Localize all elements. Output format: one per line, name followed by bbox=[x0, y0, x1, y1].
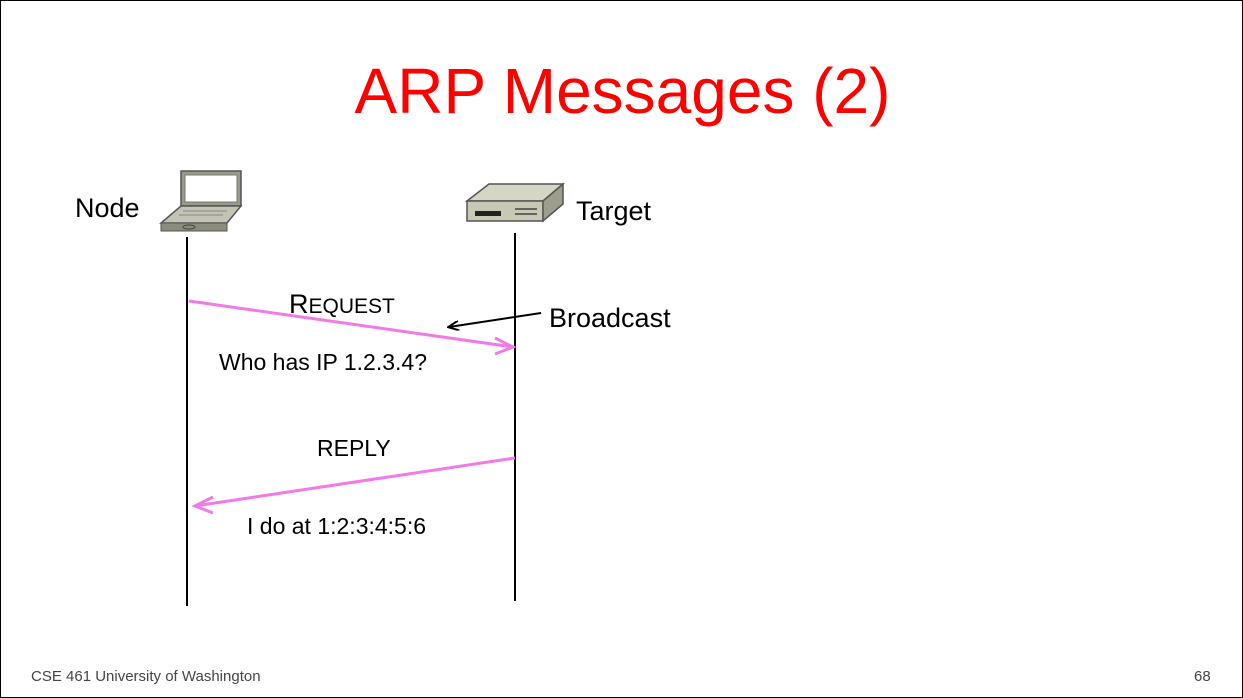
request-arrow bbox=[188, 299, 517, 356]
broadcast-pointer-arrow bbox=[449, 312, 542, 327]
reply-arrow bbox=[191, 456, 516, 515]
page-number: 68 bbox=[1194, 668, 1211, 685]
laptop-icon bbox=[158, 170, 243, 232]
node-label: Node bbox=[75, 193, 140, 223]
request-text: Who has IP 1.2.3.4? bbox=[219, 349, 427, 375]
request-label-initial: R bbox=[289, 289, 309, 319]
network-device-icon bbox=[464, 182, 566, 223]
slide-title: ARP Messages (2) bbox=[354, 55, 891, 127]
target-label: Target bbox=[576, 196, 652, 226]
request-label: REQUEST bbox=[289, 291, 395, 318]
broadcast-label: Broadcast bbox=[549, 303, 671, 333]
request-label-rest: EQUEST bbox=[308, 295, 395, 318]
reply-text: I do at 1:2:3:4:5:6 bbox=[247, 513, 427, 539]
footer-course: CSE 461 University of Washington bbox=[31, 668, 261, 685]
reply-label: REPLY bbox=[317, 435, 391, 461]
